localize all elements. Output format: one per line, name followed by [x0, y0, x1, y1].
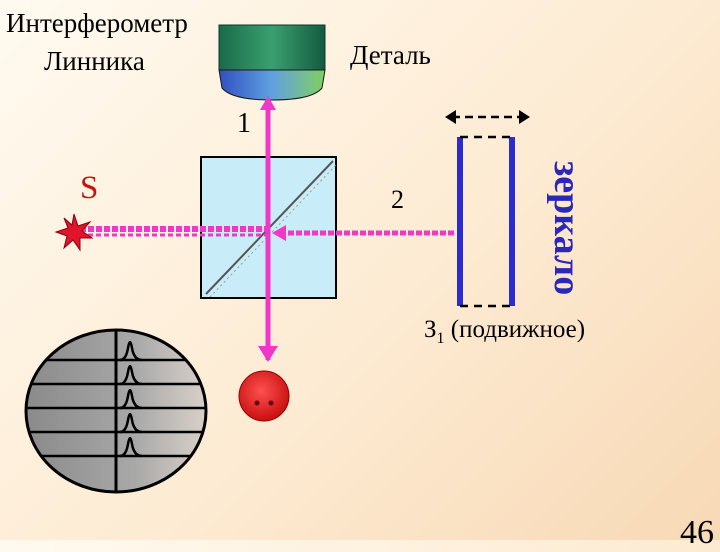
fringe-pattern-disc	[24, 328, 208, 494]
diagram-title-line-1: Интерферометр	[6, 8, 188, 38]
beam-1-vertical	[258, 96, 278, 362]
mirror-subscript: 1	[436, 330, 445, 347]
beam-1-label: 1	[237, 108, 251, 139]
source-label: S	[80, 170, 99, 206]
arrow-down-icon	[258, 346, 278, 362]
light-source-icon	[54, 213, 94, 252]
movable-mirror	[445, 110, 530, 308]
arrow-left-icon	[272, 225, 286, 241]
mirror-name: З	[424, 316, 437, 343]
diagram-title-line-2: Линника	[44, 46, 145, 76]
arrow-left-small-icon	[445, 110, 456, 124]
beam-source-to-splitter	[80, 226, 268, 237]
arrow-right-small-icon	[519, 110, 530, 124]
page-number: 46	[680, 514, 714, 551]
sample-detail	[218, 24, 326, 101]
interferometer-diagram	[24, 24, 530, 494]
beam-2-horizontal	[272, 225, 455, 241]
beam-2-label: 2	[391, 185, 404, 214]
mirror-note: (подвижное)	[444, 316, 586, 343]
mirror-vertical-label: зеркало	[546, 161, 588, 296]
detail-label: Деталь	[350, 40, 431, 70]
observer-eye-icon	[238, 370, 290, 422]
arrow-up-icon	[260, 96, 276, 110]
mirror-caption: З1 (подвижное)	[424, 316, 585, 348]
